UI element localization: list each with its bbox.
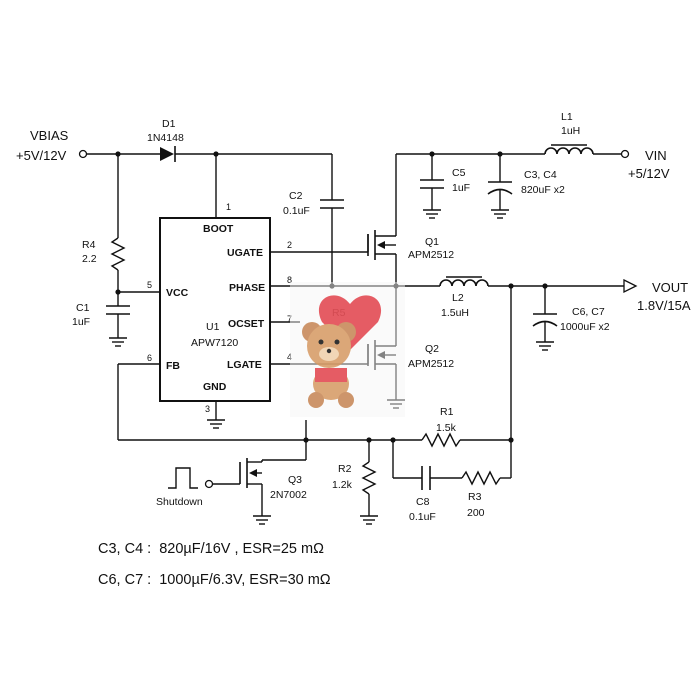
pin-phase-number: 8 — [287, 275, 292, 285]
c1-value: 1uF — [72, 316, 90, 328]
c5-value: 1uF — [452, 182, 470, 194]
c5-ref: C5 — [452, 167, 466, 179]
q2-ref: Q2 — [425, 343, 439, 355]
q1-ref: Q1 — [425, 236, 439, 248]
note-c3-c4: C3, C4 : 820µF/16V , ESR=25 mΩ — [98, 541, 324, 557]
r3-ref: R3 — [468, 491, 482, 503]
l1-value: 1uH — [561, 125, 580, 137]
resistor-r1 — [421, 432, 461, 448]
pin-boot-label: BOOT — [203, 223, 234, 235]
c2-ref: C2 — [289, 190, 303, 202]
mosfet-q1 — [367, 230, 396, 260]
pin-lgate-number: 4 — [287, 352, 292, 362]
pin-ocset-label: OCSET — [228, 318, 265, 330]
capacitor-c2 — [320, 199, 344, 209]
vin-label: VIN — [645, 148, 667, 163]
d1-ref: D1 — [162, 118, 176, 130]
c67-value: 1000uF x2 — [560, 321, 610, 333]
vout-arrow — [623, 278, 638, 294]
pin-vcc-number: 5 — [147, 280, 152, 290]
c34-value: 820uF x2 — [521, 184, 565, 196]
shutdown-pulse-icon — [168, 467, 198, 489]
capacitor-c8 — [421, 466, 431, 490]
c8-value: 0.1uF — [409, 511, 436, 523]
ground-u1 — [207, 419, 225, 429]
pin-ocset-number: 7 — [287, 314, 292, 324]
ground-c5 — [423, 209, 441, 219]
r1-ref: R1 — [440, 406, 454, 418]
resistor-r4 — [110, 237, 126, 271]
c67-ref: C6, C7 — [572, 306, 605, 318]
shutdown-terminal — [204, 479, 214, 489]
r2-value: 1.2k — [332, 479, 353, 491]
pin-boot-number: 1 — [226, 202, 231, 212]
vout-label: VOUT — [652, 280, 688, 295]
q1-value: APM2512 — [408, 249, 454, 261]
pin-fb-label: FB — [166, 360, 180, 372]
inductor-l1 — [544, 147, 594, 155]
ic-u1-body — [159, 217, 271, 402]
q3-ref: Q3 — [288, 474, 302, 486]
teddy-bear-heart-icon — [290, 282, 405, 417]
resistor-r3 — [461, 470, 501, 486]
c2-value: 0.1uF — [283, 205, 310, 217]
l2-value: 1.5uH — [441, 307, 469, 319]
vin-value: +5/12V — [628, 166, 670, 181]
r2-ref: R2 — [338, 463, 352, 475]
capacitor-c3-c4 — [487, 181, 513, 195]
l2-ref: L2 — [452, 292, 464, 304]
mosfet-q3 — [239, 458, 262, 488]
r4-value: 2.2 — [82, 253, 97, 265]
pin-phase-label: PHASE — [229, 282, 265, 294]
note-c6-c7: C6, C7 : 1000µF/6.3V, ESR=30 mΩ — [98, 572, 331, 588]
ic-part: APW7120 — [191, 337, 238, 349]
c8-ref: C8 — [416, 496, 430, 508]
pin-vcc-label: VCC — [166, 287, 189, 299]
ground-r2 — [360, 515, 378, 525]
c34-ref: C3, C4 — [524, 169, 557, 181]
r4-ref: R4 — [82, 239, 96, 251]
vbias-value: +5V/12V — [16, 148, 67, 163]
vbias-terminal — [78, 149, 88, 159]
pin-gnd-number: 3 — [205, 404, 210, 414]
pin-ugate-label: UGATE — [227, 247, 263, 259]
l1-ref: L1 — [561, 111, 573, 123]
shutdown-label: Shutdown — [156, 496, 203, 508]
vout-value: 1.8V/15A — [637, 298, 691, 313]
ground-c1 — [109, 337, 127, 347]
ic-ref: U1 — [206, 321, 220, 333]
capacitor-c1 — [106, 305, 130, 315]
pin-lgate-label: LGATE — [227, 359, 262, 371]
resistor-r2 — [361, 461, 377, 495]
pin-fb-number: 6 — [147, 353, 152, 363]
d1-value: 1N4148 — [147, 132, 184, 144]
r1-value: 1.5k — [436, 422, 457, 434]
capacitor-c6-c7 — [532, 313, 558, 327]
q2-value: APM2512 — [408, 358, 454, 370]
pin-gnd-label: GND — [203, 381, 227, 393]
ground-c3-c4 — [491, 209, 509, 219]
inductor-l2 — [439, 279, 489, 287]
q3-value: 2N7002 — [270, 489, 307, 501]
r3-value: 200 — [467, 507, 485, 519]
vbias-label: VBIAS — [30, 128, 69, 143]
diode-d1 — [160, 146, 176, 162]
capacitor-c5 — [420, 179, 444, 189]
ground-c6-c7 — [536, 341, 554, 351]
c1-ref: C1 — [76, 302, 90, 314]
ground-q3 — [253, 515, 271, 525]
vin-terminal — [620, 149, 630, 159]
pin-ugate-number: 2 — [287, 240, 292, 250]
